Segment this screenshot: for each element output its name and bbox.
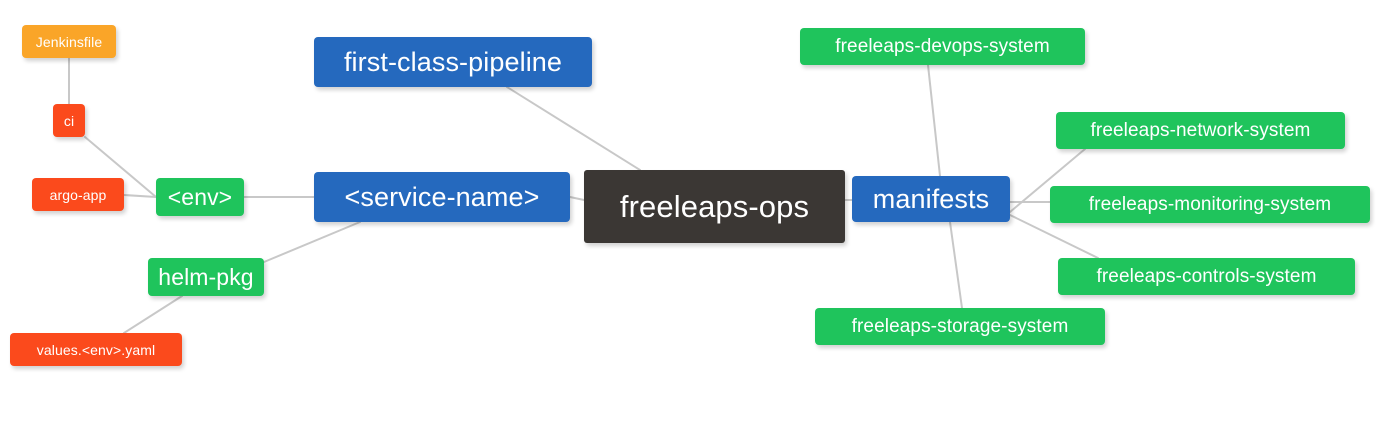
edge-devops-system-to-manifests bbox=[927, 64, 941, 177]
edge-manifests-to-storage-system bbox=[949, 221, 963, 309]
node-label: argo-app bbox=[49, 186, 107, 203]
node-devops-system[interactable]: freeleaps-devops-system bbox=[800, 28, 1085, 65]
node-label: freeleaps-devops-system bbox=[835, 36, 1050, 57]
node-label: manifests bbox=[872, 183, 990, 214]
node-label: freeleaps-storage-system bbox=[851, 316, 1069, 337]
node-argo-app[interactable]: argo-app bbox=[32, 178, 124, 211]
node-helm-pkg[interactable]: helm-pkg bbox=[148, 258, 264, 296]
node-label: Jenkinsfile bbox=[35, 33, 103, 50]
edge-helm-pkg-to-values-yaml bbox=[123, 295, 183, 334]
node-values-yaml[interactable]: values.<env>.yaml bbox=[10, 333, 182, 366]
node-ci[interactable]: ci bbox=[53, 104, 85, 137]
node-label: <service-name> bbox=[344, 181, 540, 212]
node-storage-system[interactable]: freeleaps-storage-system bbox=[815, 308, 1105, 345]
node-monitoring-system[interactable]: freeleaps-monitoring-system bbox=[1050, 186, 1370, 223]
node-label: freeleaps-ops bbox=[619, 189, 810, 224]
node-label: helm-pkg bbox=[158, 263, 254, 290]
edge-service-name-to-freeleaps-ops bbox=[569, 196, 585, 201]
node-manifests[interactable]: manifests bbox=[852, 176, 1010, 222]
edge-first-class-pipeline-to-freeleaps-ops bbox=[506, 86, 641, 171]
node-label: freeleaps-network-system bbox=[1090, 120, 1311, 141]
node-label: values.<env>.yaml bbox=[36, 341, 156, 358]
node-label: ci bbox=[63, 112, 75, 129]
edge-service-name-to-helm-pkg bbox=[263, 221, 361, 263]
node-label: first-class-pipeline bbox=[343, 46, 563, 77]
node-network-system[interactable]: freeleaps-network-system bbox=[1056, 112, 1345, 149]
node-service-name[interactable]: <service-name> bbox=[314, 172, 570, 222]
node-freeleaps-ops[interactable]: freeleaps-ops bbox=[584, 170, 845, 243]
node-jenkinsfile[interactable]: Jenkinsfile bbox=[22, 25, 116, 58]
node-label: freeleaps-monitoring-system bbox=[1088, 194, 1332, 215]
edge-argo-app-to-env bbox=[123, 194, 157, 198]
node-env[interactable]: <env> bbox=[156, 178, 244, 216]
node-controls-system[interactable]: freeleaps-controls-system bbox=[1058, 258, 1355, 295]
node-first-class-pipeline[interactable]: first-class-pipeline bbox=[314, 37, 592, 87]
node-label: freeleaps-controls-system bbox=[1096, 266, 1317, 287]
node-label: <env> bbox=[167, 183, 233, 210]
